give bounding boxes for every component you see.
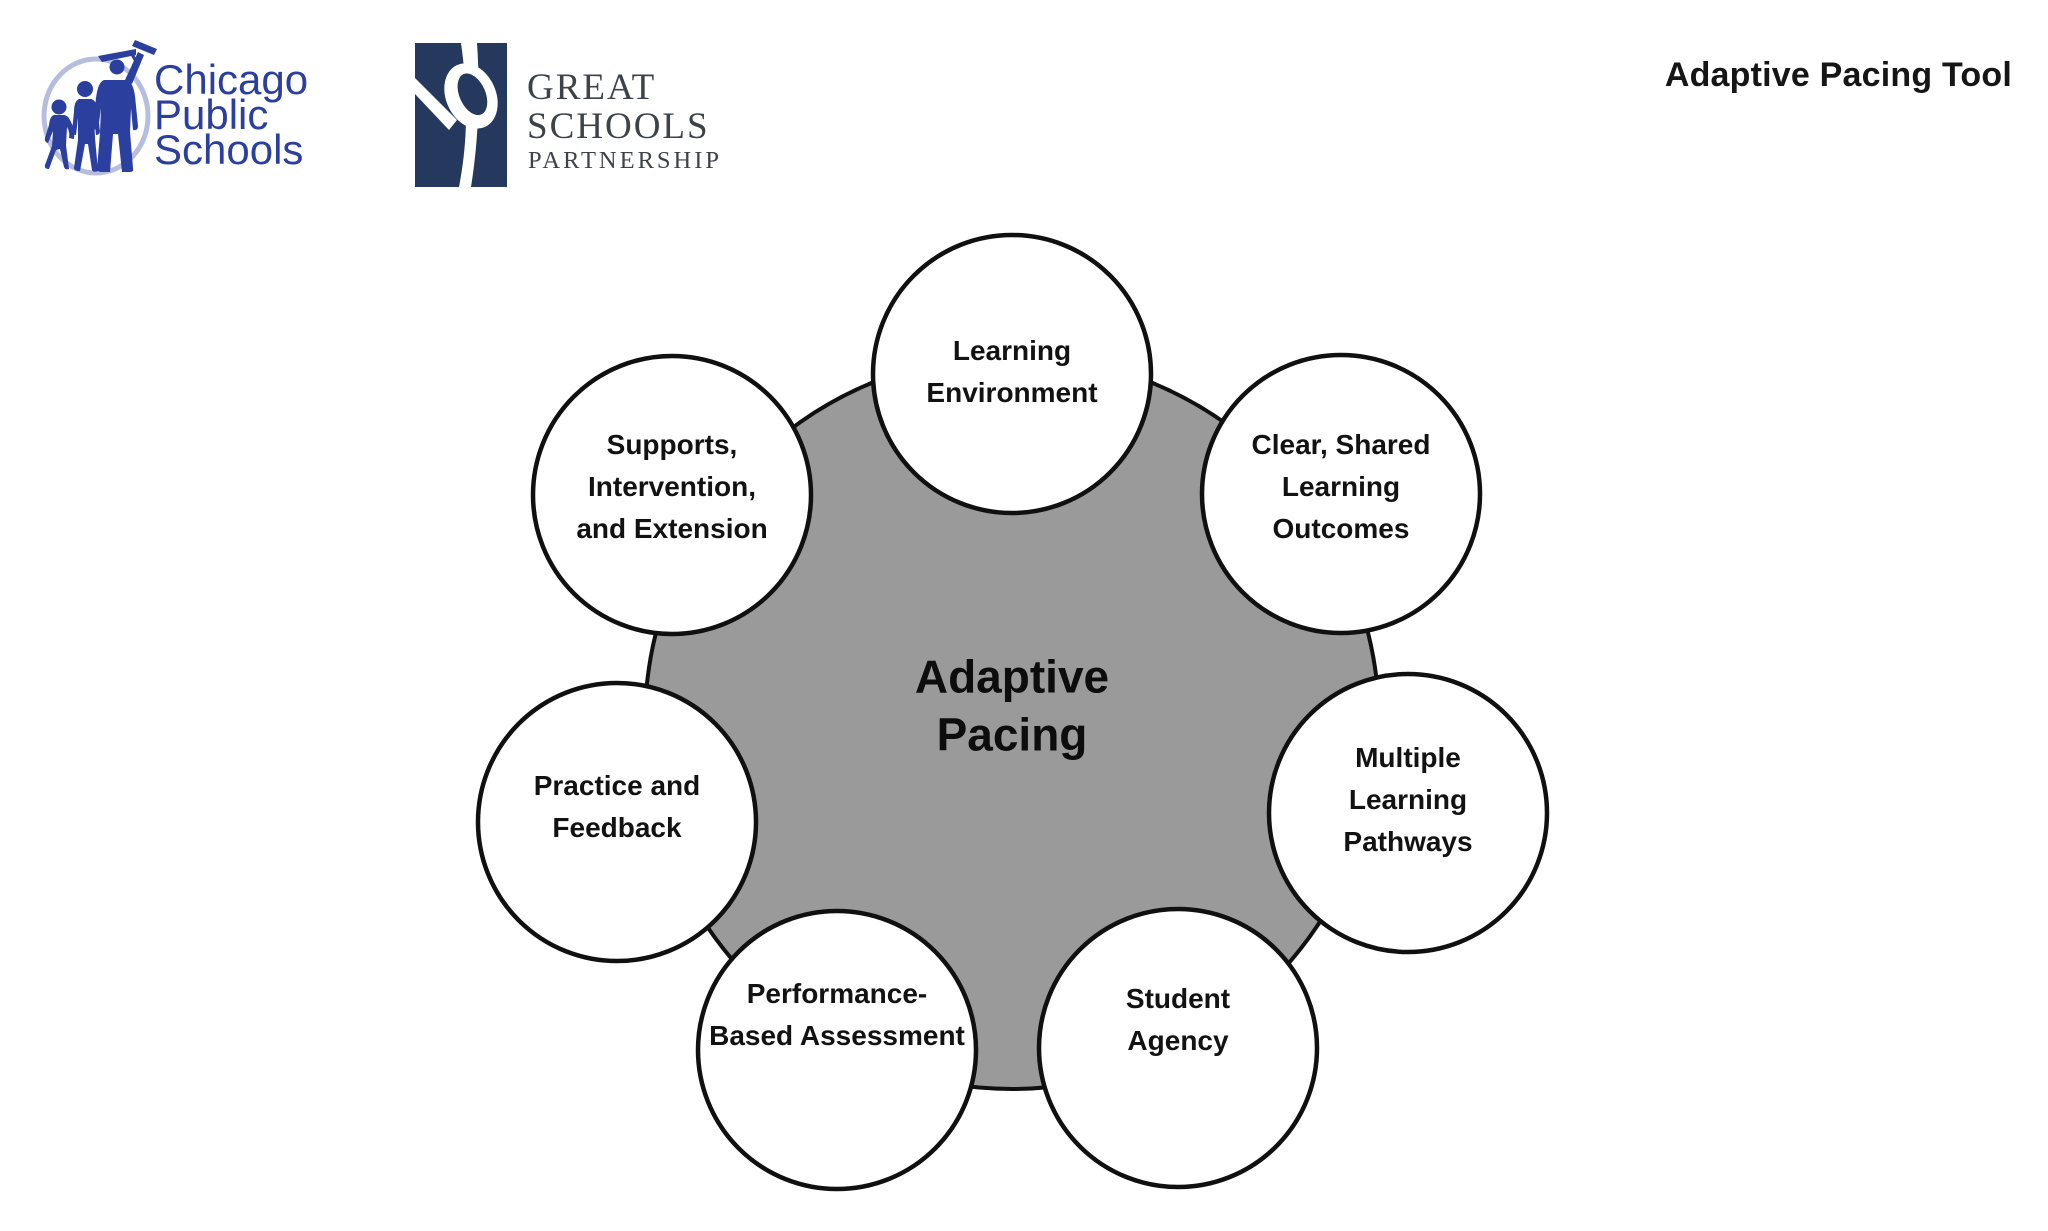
chicago-public-schools-logo: Chicago Public Schools: [40, 28, 312, 180]
gsp-wordmark-line3: PARTNERSHIP: [528, 147, 722, 174]
node-circle-performance-based-assessment: [695, 908, 979, 1192]
node-circle-learning-environment: [870, 232, 1154, 516]
cps-figures-icon: Chicago Public Schools: [44, 40, 308, 173]
node-label-multiple-learning-pathways: Multiple Learning Pathways: [1343, 742, 1473, 857]
node-circle-supports-intervention-extension: [530, 353, 814, 637]
hub-label-adaptive-pacing: Adaptive Pacing: [914, 650, 1110, 761]
gsp-wordmark-line2: SCHOOLS: [527, 106, 710, 147]
cps-logo-graphic: Chicago Public Schools: [41, 40, 308, 176]
node-circle-student-agency: [1036, 906, 1320, 1190]
gsp-wordmark-line1: GREAT: [527, 67, 656, 108]
node-label-supports-intervention-extension: Supports, Intervention, and Extension: [576, 429, 768, 544]
node-label-performance-based-assessment: Performance- Based Assessment: [709, 978, 965, 1051]
node-label-student-agency: Student Agency: [1125, 983, 1231, 1056]
page-title: Adaptive Pacing Tool: [1664, 56, 2012, 94]
node-label-practice-and-feedback: Practice and Feedback: [533, 770, 701, 843]
gsp-logo-graphic: GREAT SCHOOLS PARTNERSHIP: [415, 43, 722, 187]
cps-oval-icon: [41, 56, 151, 176]
node-label-learning-environment: Learning Environment: [926, 335, 1098, 408]
cps-wordmark-line2: Public: [154, 91, 268, 138]
node-label-clear-shared-learning-outcomes: Clear, Shared Learning Outcomes: [1251, 429, 1431, 544]
node-circle-multiple-learning-pathways: [1266, 671, 1550, 955]
node-circle-clear-shared-learning-outcomes: [1199, 352, 1483, 636]
cps-wordmark-line1: Chicago: [154, 56, 308, 103]
node-circle-practice-and-feedback: [475, 680, 759, 964]
great-schools-partnership-logo: GREAT SCHOOLS PARTNERSHIP: [415, 40, 735, 190]
cps-wordmark-line3: Schools: [154, 126, 303, 173]
